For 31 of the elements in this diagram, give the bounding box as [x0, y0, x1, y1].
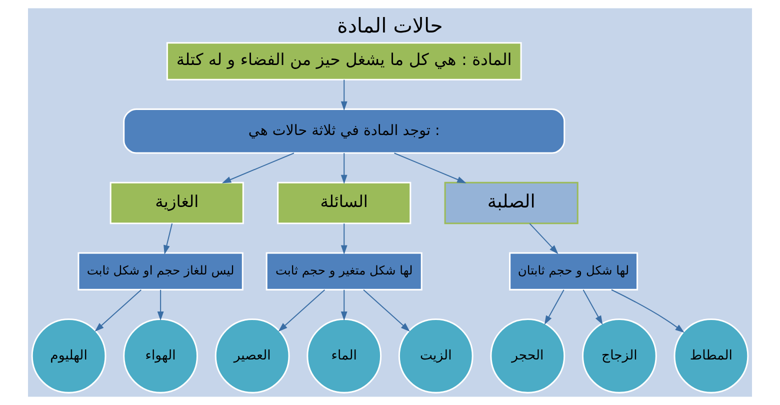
arrow	[340, 153, 348, 184]
node-circle: العصير	[214, 318, 290, 394]
arrow	[278, 290, 325, 332]
arrow	[164, 223, 173, 254]
node-box: الصلبة	[444, 182, 578, 224]
arrow	[544, 290, 564, 325]
diagram-title: حالات المادة	[337, 14, 443, 38]
node-box: المادة : هي كل ما يشغل حيز من الفضاء و له كتلة	[166, 42, 522, 80]
node-circle: الهواء	[123, 318, 198, 394]
arrow	[340, 224, 348, 254]
node-circle: الزيت	[398, 318, 474, 394]
arrow	[394, 152, 466, 184]
arrow	[611, 289, 684, 333]
arrow	[363, 290, 410, 332]
arrow	[340, 80, 348, 111]
node-circle: الهليوم	[31, 318, 106, 394]
arrow	[222, 152, 294, 184]
arrow	[94, 290, 142, 332]
arrow	[582, 290, 603, 325]
node-box: الغازية	[110, 182, 244, 224]
arrow	[157, 290, 164, 321]
node-box: لها شكل متغير و حجم ثابت	[266, 252, 422, 290]
arrow	[529, 223, 558, 254]
node-box: توجد المادة في ثلاثة حالات هي :	[123, 108, 566, 154]
node-circle: الماء	[306, 318, 382, 394]
arrow	[340, 290, 348, 321]
node-box: لها شكل و حجم ثابتان	[509, 252, 638, 290]
node-circle: الحجر	[490, 318, 566, 394]
node-box: ليس للغاز حجم او شكل ثابت	[78, 252, 244, 290]
node-box: السائلة	[277, 182, 412, 224]
node-circle: الزجاج	[582, 318, 657, 394]
